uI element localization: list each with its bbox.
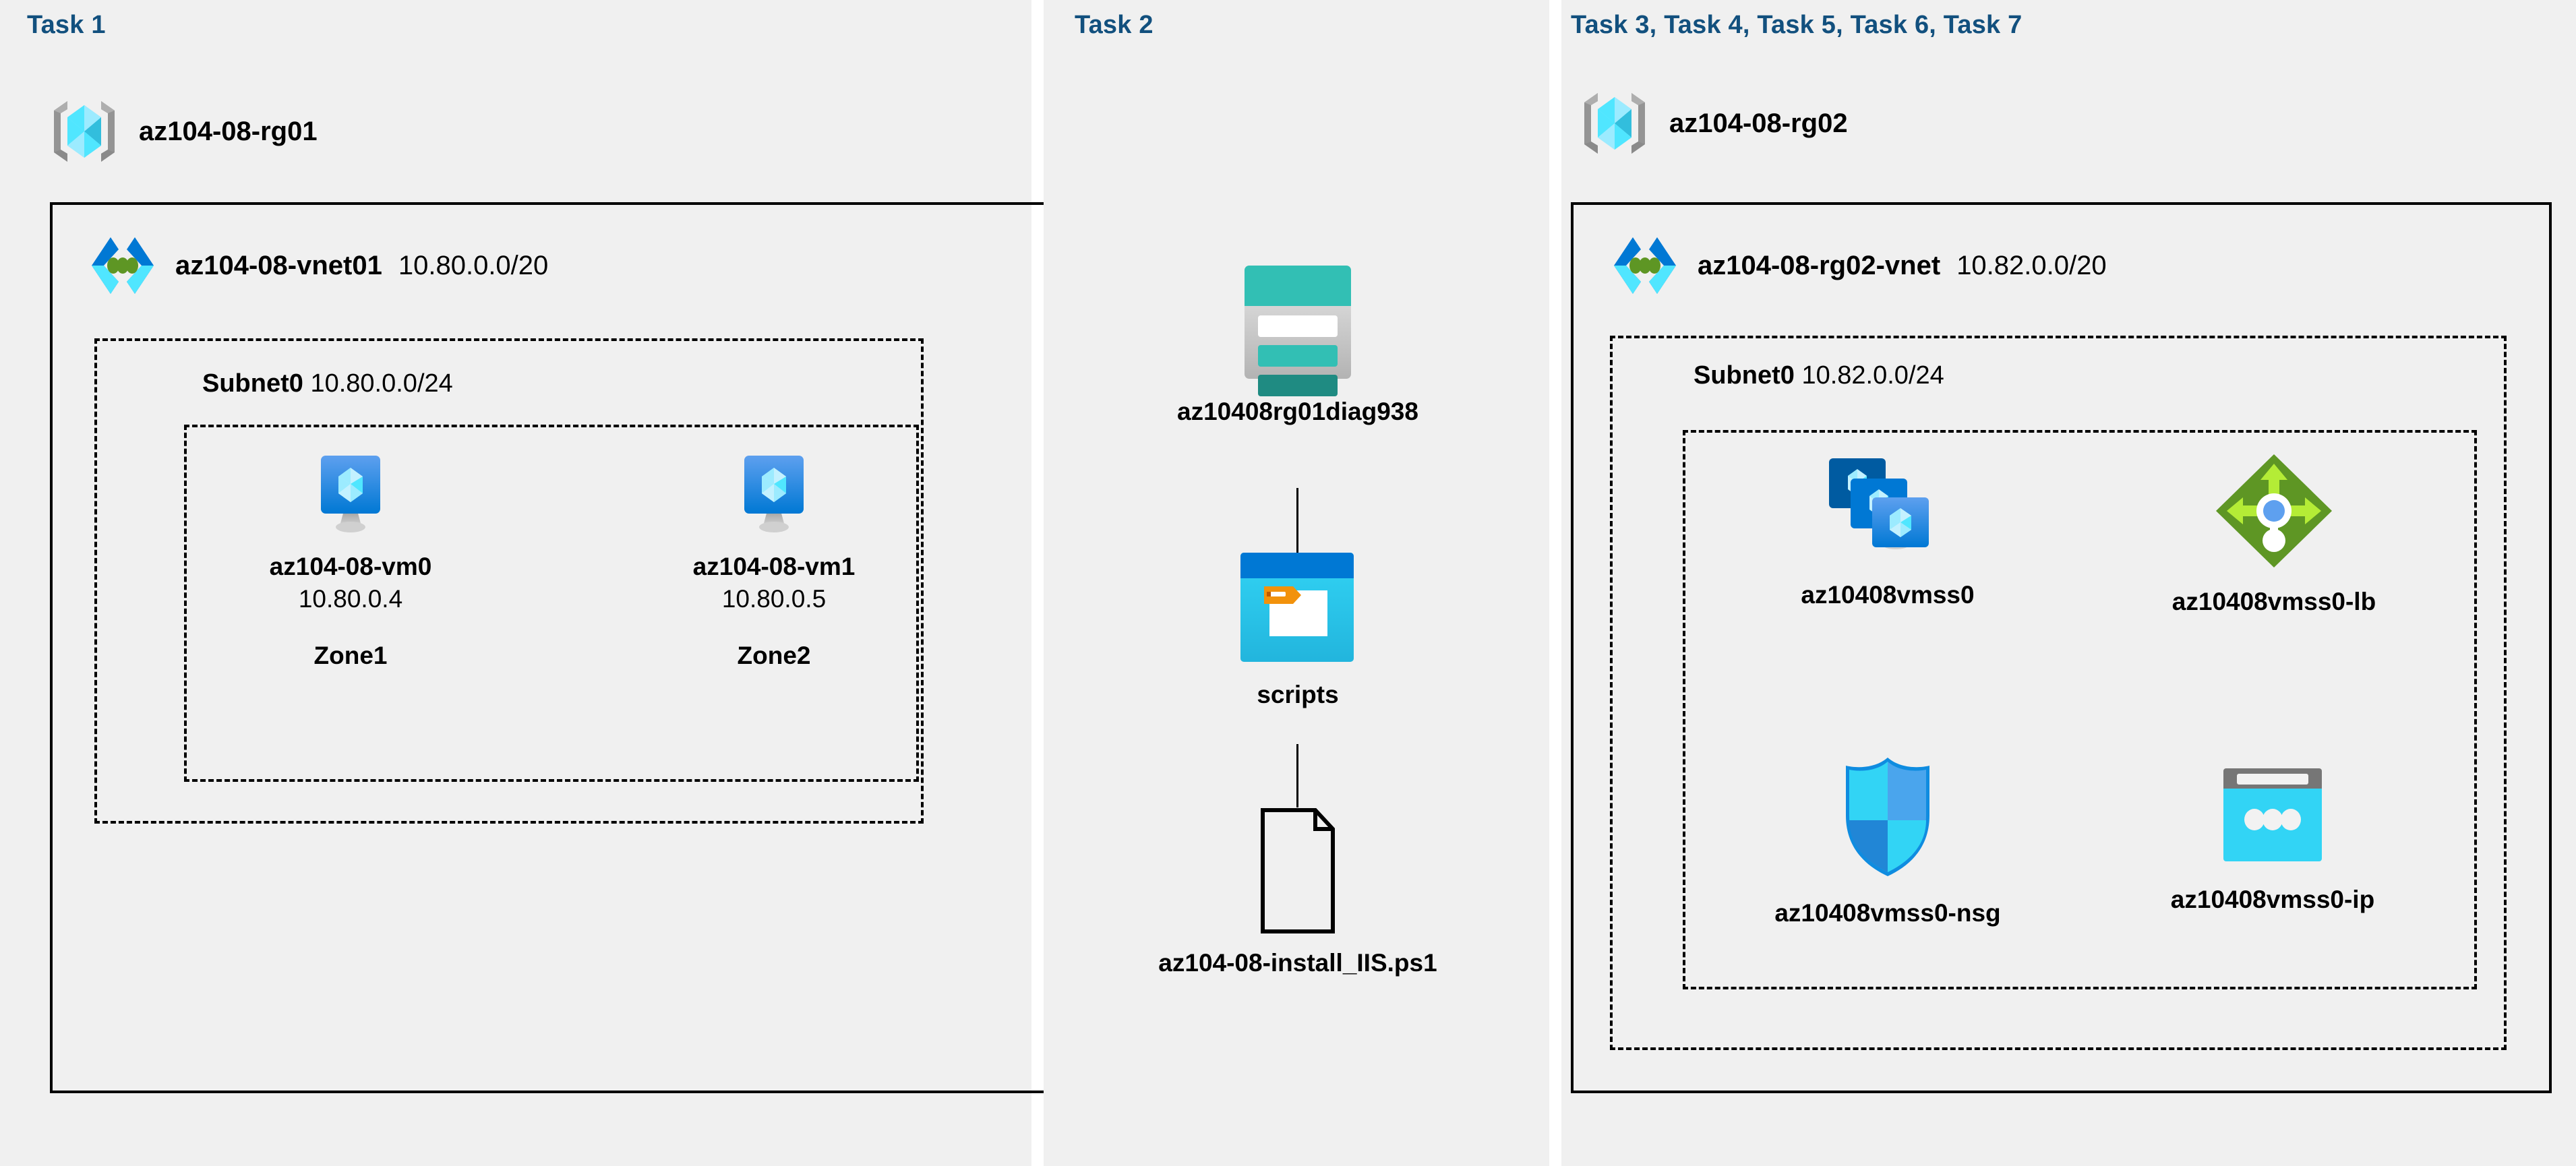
vnet-cidr-label: 10.82.0.0/20 [1956,250,2107,280]
virtual-machine-icon [313,453,388,536]
public-ip-address-label: az10408vmss0-ip [2170,886,2375,913]
task-1-header: Task 1 [27,11,106,39]
public-ip-address-node[interactable]: az10408vmss0-ip [2171,766,2374,914]
vm-name-label: az104-08-vm0 [269,553,432,580]
vnet-cidr-label: 10.80.0.0/20 [398,250,549,280]
vm-scale-set-icon [1824,456,1952,563]
panel-task-1 [0,0,1031,1166]
subnet-label-task1: Subnet0 10.80.0.0/24 [202,369,453,398]
resource-group-label: az104-08-rg02 [1669,108,1848,138]
script-file-icon [1245,806,1350,934]
storage-account-node[interactable]: az10408rg01diag938 [1177,262,1418,426]
load-balancer-label: az10408vmss0-lb [2171,588,2376,615]
subnet-cidr: 10.80.0.0/24 [310,369,453,398]
network-security-group-node[interactable]: az10408vmss0-nsg [1774,754,2001,927]
load-balancer-node[interactable]: az10408vmss0-lb [2172,452,2376,616]
connector-container-to-script [1296,744,1298,807]
subnet-name: Subnet0 [202,369,303,398]
vnet-name-label: az104-08-rg02-vnet [1698,250,1941,280]
subnet-name: Subnet0 [1694,361,1795,390]
subnet-cidr: 10.82.0.0/24 [1801,361,1944,390]
vm-node-az104-08-vm0[interactable]: az104-08-vm0 10.80.0.4 Zone1 [270,453,431,670]
task-3-header: Task 3, Task 4, Task 5, Task 6, Task 7 [1571,11,2023,39]
public-ip-address-icon [2218,766,2327,868]
storage-account-label: az10408rg01diag938 [1177,398,1418,425]
connector-storage-to-container [1296,488,1298,553]
resource-group-az104-08-rg02: az104-08-rg02 [1578,86,1848,160]
storage-account-icon [1234,262,1362,396]
panel-task-3 [1561,0,2576,1166]
virtual-network-icon [1609,233,1681,298]
vm-zone-label: Zone1 [313,642,388,669]
resource-group-icon [1578,86,1652,160]
blob-container-node[interactable]: scripts [1236,550,1359,709]
vm-ip-label: 10.80.0.5 [721,585,827,613]
resource-group-az104-08-rg01: az104-08-rg01 [47,94,318,168]
subnet-box-task3 [1610,336,2507,1050]
network-security-group-label: az10408vmss0-nsg [1774,899,2001,927]
virtual-machine-icon [736,453,812,536]
load-balancer-icon [2213,452,2335,570]
vnet-name-label: az104-08-vnet01 [175,250,382,280]
vnet-header-az104-08-rg02-vnet: az104-08-rg02-vnet 10.82.0.0/20 [1609,233,2107,298]
resource-group-icon [47,94,121,168]
vm-zone-label: Zone2 [737,642,811,669]
vm-node-az104-08-vm1[interactable]: az104-08-vm1 10.80.0.5 Zone2 [693,453,855,670]
vnet-header-az104-08-vnet01: az104-08-vnet01 10.80.0.0/20 [86,233,548,298]
subnet-box-task1 [94,338,924,824]
task-2-header: Task 2 [1075,11,1154,39]
vm-name-label: az104-08-vm1 [692,553,856,580]
vm-ip-label: 10.80.0.4 [298,585,403,613]
availability-zone-box-task1 [184,425,919,782]
vnet-container-az104-08-rg02-vnet [1571,202,2552,1093]
resource-group-label: az104-08-rg01 [139,116,318,146]
blob-container-icon [1236,550,1359,666]
script-file-node[interactable]: az104-08-install_IIS.ps1 [1158,806,1437,977]
network-security-group-icon [1834,754,1942,882]
script-file-label: az104-08-install_IIS.ps1 [1158,949,1437,977]
virtual-network-icon [86,233,159,298]
subnet-label-task3: Subnet0 10.82.0.0/24 [1694,361,1944,390]
vm-scale-set-node[interactable]: az10408vmss0 [1801,456,1975,609]
resource-group-inner-box-task3 [1683,430,2477,989]
blob-container-label: scripts [1257,681,1339,708]
vm-scale-set-label: az10408vmss0 [1801,581,1975,609]
